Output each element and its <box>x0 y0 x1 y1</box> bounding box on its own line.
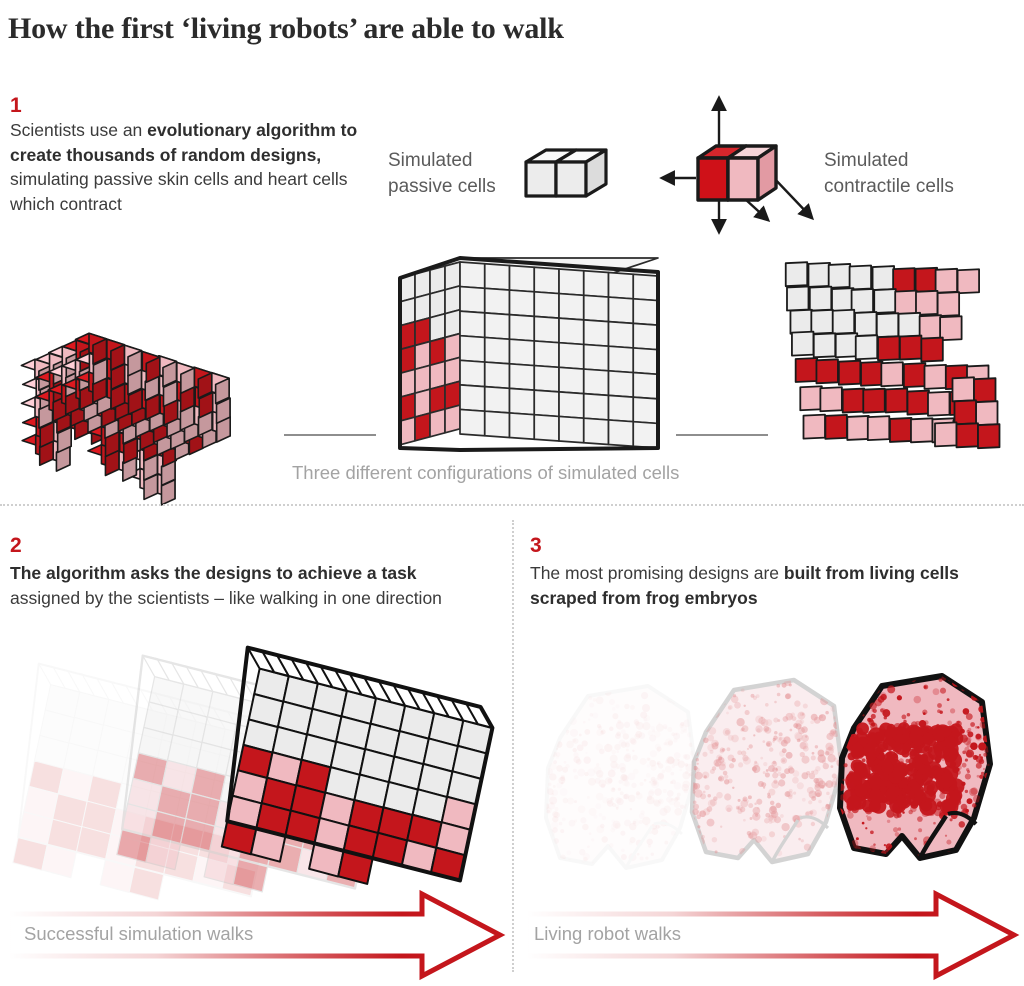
legend-contractile-label: Simulated contractile cells <box>824 148 954 200</box>
step-3-text: The most promising designs are built fro… <box>530 561 998 610</box>
step-1-text-part-1: Scientists use an <box>10 120 148 140</box>
step-3-number: 3 <box>530 534 542 557</box>
contractile-cells-diagram <box>659 95 814 235</box>
step-3-text-part-1: The most promising designs are <box>530 563 784 583</box>
passive-cells-diagram <box>524 148 608 198</box>
step-1-text: Scientists use an evolutionary algorithm… <box>10 118 358 216</box>
caption-rule-right <box>676 434 768 436</box>
step-1-text-part-2: evolutionary algorithm to create thousan… <box>10 120 358 165</box>
living-robot-frames <box>544 673 993 870</box>
legend-contractile-line2: contractile cells <box>824 176 954 197</box>
legend-passive-line2: passive cells <box>388 176 496 197</box>
step-2-number: 2 <box>10 534 22 557</box>
configuration-2-diagram <box>398 256 660 452</box>
simulation-walk-frames <box>12 645 495 901</box>
step-1-number: 1 <box>10 94 22 117</box>
legend-passive-label: Simulated passive cells <box>388 148 496 200</box>
page-title: How the first ‘living robots’ are able t… <box>8 12 564 45</box>
step-2-text-part-2: assigned by the scientists – like walkin… <box>10 587 442 608</box>
configuration-3-diagram <box>784 261 1001 450</box>
step-2-text: The algorithm asks the designs to achiev… <box>10 561 478 610</box>
simulation-walk-caption: Successful simulation walks <box>24 923 254 944</box>
legend-contractile-line1: Simulated <box>824 150 909 171</box>
step-1-text-part-3: simulating passive skin cells and heart … <box>10 169 348 214</box>
section-divider-horizontal <box>0 504 1024 506</box>
legend-passive-line1: Simulated <box>388 150 473 171</box>
step-3-text-part-2: built from living cells scraped from fro… <box>530 563 959 608</box>
living-robot-arrow <box>523 889 1020 981</box>
caption-rule-left <box>284 434 376 436</box>
configurations-caption: Three different configurations of simula… <box>292 462 680 483</box>
simulation-walk-arrow <box>5 889 506 981</box>
section-divider-vertical <box>512 520 514 972</box>
configuration-1-diagram <box>20 332 231 506</box>
step-2-text-part-1: The algorithm asks the designs to achiev… <box>10 563 417 583</box>
living-robot-caption: Living robot walks <box>534 923 682 944</box>
